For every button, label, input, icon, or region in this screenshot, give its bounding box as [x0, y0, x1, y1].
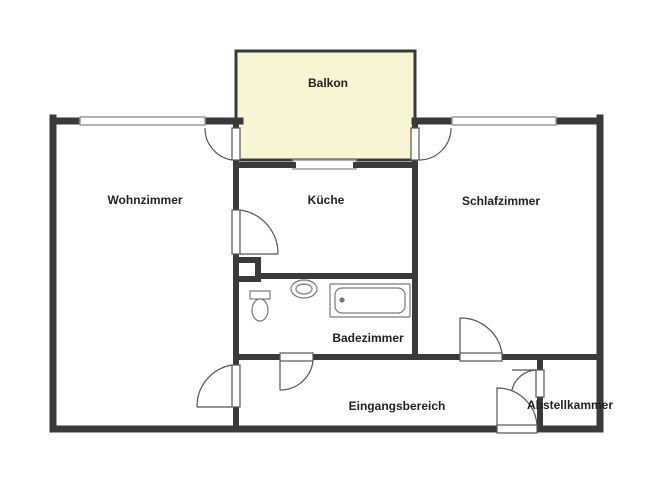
door-schlafzimmer-balkon	[410, 127, 452, 161]
label-wohnzimmer: Wohnzimmer	[107, 193, 182, 207]
label-eingangsbereich: Eingangsbereich	[349, 399, 446, 413]
label-balkon: Balkon	[308, 76, 348, 90]
sink	[290, 279, 318, 299]
label-schlafzimmer: Schlafzimmer	[462, 194, 540, 208]
door-kueche	[231, 209, 279, 255]
label-kueche: Küche	[308, 193, 345, 207]
balcony-area	[234, 49, 417, 162]
label-badezimmer: Badezimmer	[332, 331, 404, 345]
doors	[196, 127, 545, 434]
door-badezimmer	[279, 352, 314, 391]
door-wohnzimmer	[196, 364, 241, 408]
door-schlafzimmer	[459, 317, 503, 362]
window-wohnzimmer	[79, 116, 206, 126]
interior-walls	[233, 118, 603, 432]
door-abstellkammer	[511, 369, 545, 398]
shaft	[233, 257, 261, 282]
door-wohnzimmer-balkon	[204, 127, 241, 161]
door-eingang	[496, 387, 538, 434]
label-abstellkammer: Abstellkammer	[527, 398, 613, 412]
bathroom-fixtures	[249, 279, 411, 322]
bathtub	[329, 283, 411, 318]
toilet	[249, 290, 271, 322]
window-kueche	[292, 159, 357, 170]
window-schlafzimmer	[451, 116, 557, 126]
